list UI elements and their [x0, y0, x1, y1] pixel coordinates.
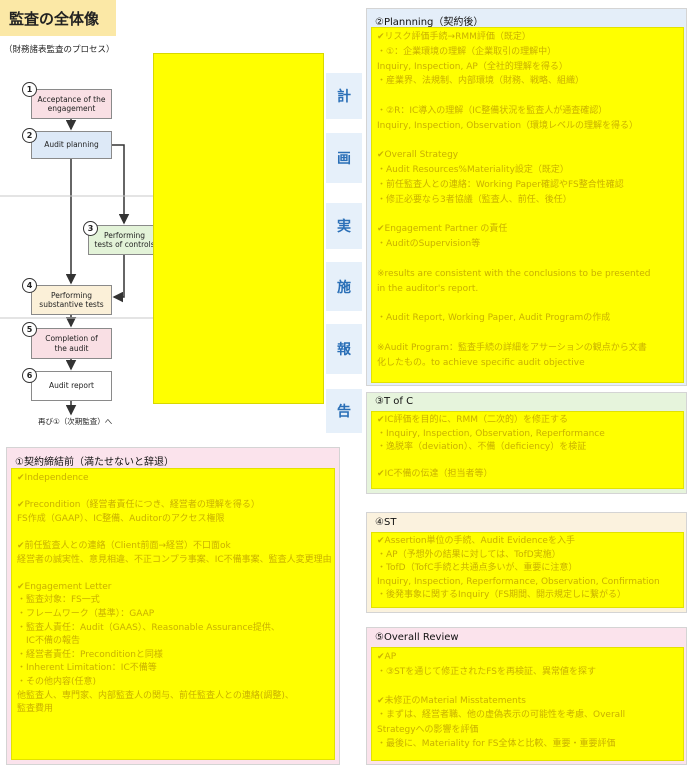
phase-execute-1: 実 — [326, 203, 362, 249]
step-number-1: 1 — [22, 82, 37, 97]
phase-plan-2: 画 — [326, 133, 362, 183]
panel-title: ③T of C — [375, 396, 414, 407]
step-audit-planning: Audit planning — [31, 131, 112, 159]
panel-overall-review: ⑤Overall Review ✔AP ・③STを通じて修正されたFSを再検証、… — [366, 627, 687, 765]
flow-callout-highlight — [153, 53, 324, 404]
panel-body: ✔Assertion単位の手続、Audit Evidenceを入手 ・AP（予想… — [371, 532, 684, 608]
flow-connectors — [0, 119, 160, 416]
loop-back-label: 再び①（次期監査）へ — [38, 417, 113, 426]
step-number-6: 6 — [22, 368, 37, 383]
step-number-4: 4 — [22, 278, 37, 293]
panel-pre-engagement: ①契約締結前（満たせないと辞退） ✔Independence ✔Precondi… — [6, 447, 340, 765]
step-acceptance: Acceptance of the engagement — [31, 89, 112, 119]
step-number-3: 3 — [83, 221, 98, 236]
phase-plan-1: 計 — [326, 73, 362, 119]
phase-report-2: 告 — [326, 389, 362, 433]
panel-title: ⑤Overall Review — [375, 632, 459, 643]
step-audit-report: Audit report — [31, 371, 112, 401]
panel-body: ✔リスク評価手続→RMM評価（既定） ・①：企業環境の理解（企業取引の理解中） … — [371, 27, 684, 383]
panel-planning: ②Plannning（契約後） ✔リスク評価手続→RMM評価（既定） ・①：企業… — [366, 8, 687, 386]
panel-body: ✔IC評価を目的に、RMM（二次的）を修正する ・Inquiry, Inspec… — [371, 411, 684, 489]
phase-report-1: 報 — [326, 324, 362, 374]
panel-body: ✔Independence ✔Precondition（経営者責任につき、経営者… — [11, 468, 335, 760]
panel-title: ①契約締結前（満たせないと辞退） — [15, 457, 174, 468]
panel-substantive-tests: ④ST ✔Assertion単位の手続、Audit Evidenceを入手 ・A… — [366, 512, 687, 613]
page-subtitle: （財務諸表監査のプロセス） — [4, 45, 115, 55]
panel-body: ✔AP ・③STを通じて修正されたFSを再検証、異常値を探す ✔未修正のMate… — [371, 647, 684, 761]
page-title: 監査の全体像 — [0, 0, 116, 36]
phase-execute-2: 施 — [326, 262, 362, 311]
panel-tests-of-controls: ③T of C ✔IC評価を目的に、RMM（二次的）を修正する ・Inquiry… — [366, 392, 687, 494]
step-substantive-tests: Performing substantive tests — [31, 285, 112, 315]
step-completion: Completion of the audit — [31, 328, 112, 359]
panel-title: ②Plannning（契約後） — [375, 17, 484, 28]
step-number-2: 2 — [22, 128, 37, 143]
step-number-5: 5 — [22, 322, 37, 337]
panel-title: ④ST — [375, 517, 397, 528]
step-tests-of-controls: Performing tests of controls — [88, 225, 161, 255]
